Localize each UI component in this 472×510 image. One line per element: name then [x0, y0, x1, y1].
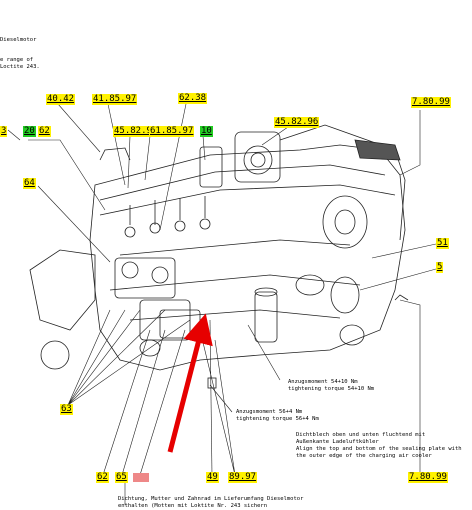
callout-64: 64 — [23, 178, 36, 189]
callout-51: 51 — [436, 238, 449, 249]
callout-49: 49 — [206, 472, 219, 483]
callout-61-85-97: 61.85.97 — [149, 126, 195, 137]
callout-62: 62 — [38, 126, 51, 137]
torque-note-2-en: tightening torque 56+4 Nm — [236, 416, 319, 422]
torque-note-1-de: Anzugsmoment 54+10 Nm — [288, 379, 358, 385]
callout-45-82-96-top: 45.82.96 — [274, 117, 320, 128]
torque-note-2-de: Anzugsmoment 56+4 Nm — [236, 409, 303, 415]
note-top-left-1: Dieselmotor — [0, 37, 37, 43]
callout-20: 20 — [23, 126, 36, 137]
note-top-left-3: Loctite 243. — [0, 64, 40, 70]
callout-3: 3 — [0, 126, 8, 137]
callout-5: 5 — [436, 262, 444, 273]
note-top-left-2: e range of — [0, 57, 34, 63]
seal-note-4: the outer edge of the charging air coole… — [296, 453, 432, 459]
callout-62-38: 62.38 — [178, 93, 208, 104]
seal-note-3: Align the top and bottom of the sealing … — [296, 446, 462, 452]
seal-note-1: Dichtblech oben und unten fluchtend mit — [296, 432, 426, 438]
callout-45-82-96: 45.82.96 — [113, 126, 159, 137]
bottom-note-2: enthalten (Motten mit Loktite Nr. 243 si… — [118, 503, 268, 509]
red-arrow — [167, 313, 213, 453]
bottom-note-1: Dichtung, Mutter und Zahnrad im Lieferum… — [118, 496, 304, 502]
callout-7-80-99-top: 7.80.99 — [411, 97, 451, 108]
callout-40-42: 40.42 — [46, 94, 76, 105]
callout-89-97: 89.97 — [228, 472, 258, 483]
callout-7-80-99-bottom: 7.80.99 — [408, 472, 448, 483]
callout-62-bottom: 62 — [96, 472, 109, 483]
callout-65: 65 — [115, 472, 128, 483]
callout-pink-marker — [133, 473, 149, 482]
engine-block — [29, 124, 409, 389]
callout-63: 63 — [60, 404, 73, 415]
callout-41-85-97: 41.85.97 — [92, 94, 138, 105]
seal-note-2: Außenkante Ladeluftkühler — [296, 439, 379, 445]
torque-note-1-en: tightening torque 54+10 Nm — [288, 386, 375, 392]
callout-10: 10 — [200, 126, 213, 137]
